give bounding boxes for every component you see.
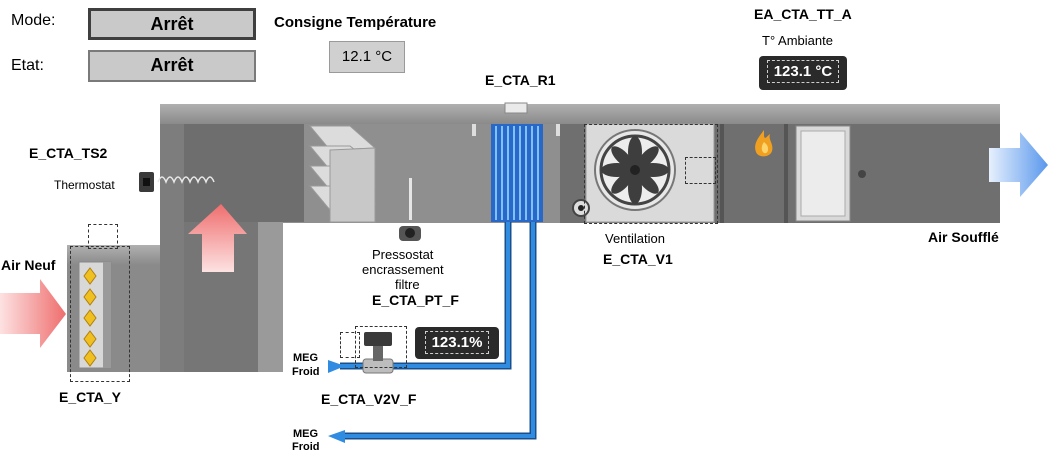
v1-caption: Ventilation: [605, 231, 665, 246]
fan-selection-frame[interactable]: [584, 124, 718, 224]
pressostat-icon: [399, 226, 421, 241]
tt-a-caption: T° Ambiante: [762, 33, 833, 48]
y-selection-frame[interactable]: [70, 246, 130, 382]
thermostat-icon: [139, 172, 215, 192]
air-neuf-label: Air Neuf: [1, 257, 56, 273]
v2v-value: 123.1%: [424, 331, 490, 354]
tt-a-value: 123.1 °C: [766, 60, 840, 83]
filter-probe: [409, 178, 412, 220]
fan-sub-frame[interactable]: [685, 157, 716, 184]
y-sub-frame[interactable]: [88, 224, 118, 249]
meg-in-arrow: [328, 360, 345, 373]
flame-icon: [755, 130, 773, 157]
ts2-caption: Thermostat: [54, 178, 115, 192]
meg-out-label-1: MEG: [293, 428, 319, 440]
fan: [572, 123, 715, 223]
air-souffle-arrow: [989, 132, 1048, 197]
mode-selector[interactable]: Arrêt: [88, 8, 256, 40]
etat-value: Arrêt: [88, 50, 256, 82]
valve-sub-frame[interactable]: [340, 332, 360, 358]
pt-f-caption-1: Pressostat: [372, 247, 434, 262]
valve-icon: [362, 332, 394, 374]
door-panel: [795, 125, 866, 222]
meg-in-label-2: Froid: [292, 366, 320, 378]
tt-a-tag: EA_CTA_TT_A: [754, 6, 852, 22]
louvre-damper: [308, 125, 377, 223]
consigne-title: Consigne Température: [274, 14, 437, 31]
air-neuf-arrow: [0, 279, 66, 348]
meg-in-label-1: MEG: [293, 352, 319, 364]
mode-label: Mode:: [11, 12, 56, 29]
consigne-temperature-input[interactable]: 12.1 °C: [329, 41, 405, 73]
cooling-coil: [472, 102, 560, 222]
pt-f-tag: E_CTA_PT_F: [372, 292, 459, 308]
valve-selection-frame[interactable]: [355, 326, 407, 368]
meg-out-arrow: [328, 430, 345, 443]
pt-f-caption-2: encrassement: [362, 262, 444, 277]
v2v-tag: E_CTA_V2V_F: [321, 391, 417, 407]
v1-tag: E_CTA_V1: [603, 251, 673, 267]
meg-pipe-supply: [340, 222, 537, 440]
r1-tag: E_CTA_R1: [485, 72, 556, 88]
meg-out-label-2: Froid: [292, 441, 320, 453]
internal-air-arrow: [188, 204, 247, 272]
meg-pipe-return: [340, 222, 512, 370]
air-souffle-label: Air Soufflé: [928, 229, 999, 245]
v2v-display[interactable]: 123.1%: [415, 327, 499, 359]
etat-label: Etat:: [11, 57, 44, 74]
ts2-tag: E_CTA_TS2: [29, 145, 108, 161]
diffuser-icon: [78, 261, 112, 369]
pt-f-caption-3: filtre: [395, 277, 420, 292]
y-tag: E_CTA_Y: [59, 389, 121, 405]
tt-a-display[interactable]: 123.1 °C: [759, 56, 847, 90]
